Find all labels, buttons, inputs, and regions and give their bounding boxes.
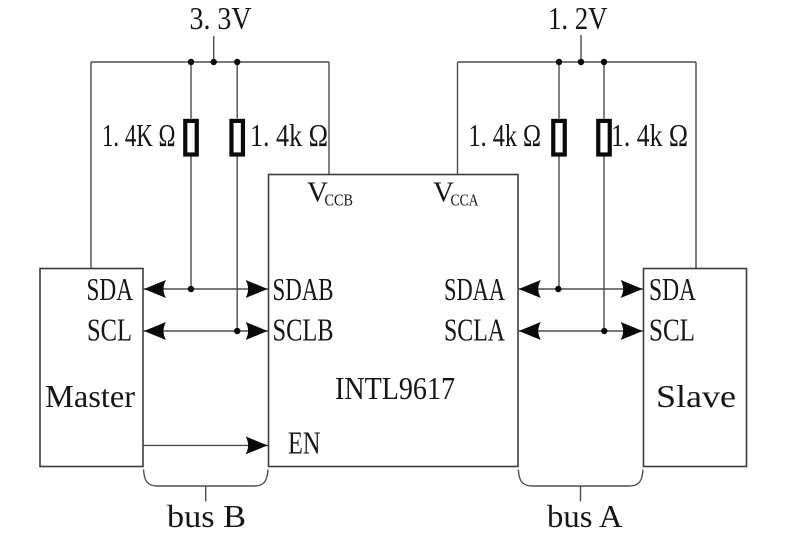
svg-text:bus B: bus B — [167, 498, 246, 534]
svg-text:EN: EN — [288, 425, 321, 461]
svg-text:V: V — [307, 177, 328, 209]
svg-text:SDAA: SDAA — [444, 271, 505, 307]
svg-text:V: V — [433, 177, 454, 209]
svg-text:1. 2V: 1. 2V — [548, 0, 608, 36]
svg-text:Slave: Slave — [656, 378, 736, 414]
svg-text:SDA: SDA — [649, 271, 696, 307]
svg-text:CCB: CCB — [325, 191, 354, 210]
svg-text:INTL9617: INTL9617 — [335, 370, 455, 406]
svg-text:SDA: SDA — [87, 271, 134, 307]
svg-text:SDAB: SDAB — [273, 271, 334, 307]
svg-text:1. 4k Ω: 1. 4k Ω — [611, 117, 688, 153]
svg-text:Master: Master — [45, 378, 135, 414]
svg-text:SCL: SCL — [649, 312, 695, 348]
svg-text:SCLA: SCLA — [444, 312, 505, 348]
svg-text:1. 4K Ω: 1. 4K Ω — [102, 117, 176, 153]
svg-text:SCLB: SCLB — [273, 312, 334, 348]
svg-text:1. 4k Ω: 1. 4k Ω — [469, 117, 542, 153]
svg-text:SCL: SCL — [87, 312, 132, 348]
svg-text:bus A: bus A — [547, 498, 623, 534]
svg-text:CCA: CCA — [451, 191, 480, 210]
svg-text:3. 3V: 3. 3V — [190, 0, 252, 36]
svg-text:1. 4k Ω: 1. 4k Ω — [250, 117, 328, 153]
